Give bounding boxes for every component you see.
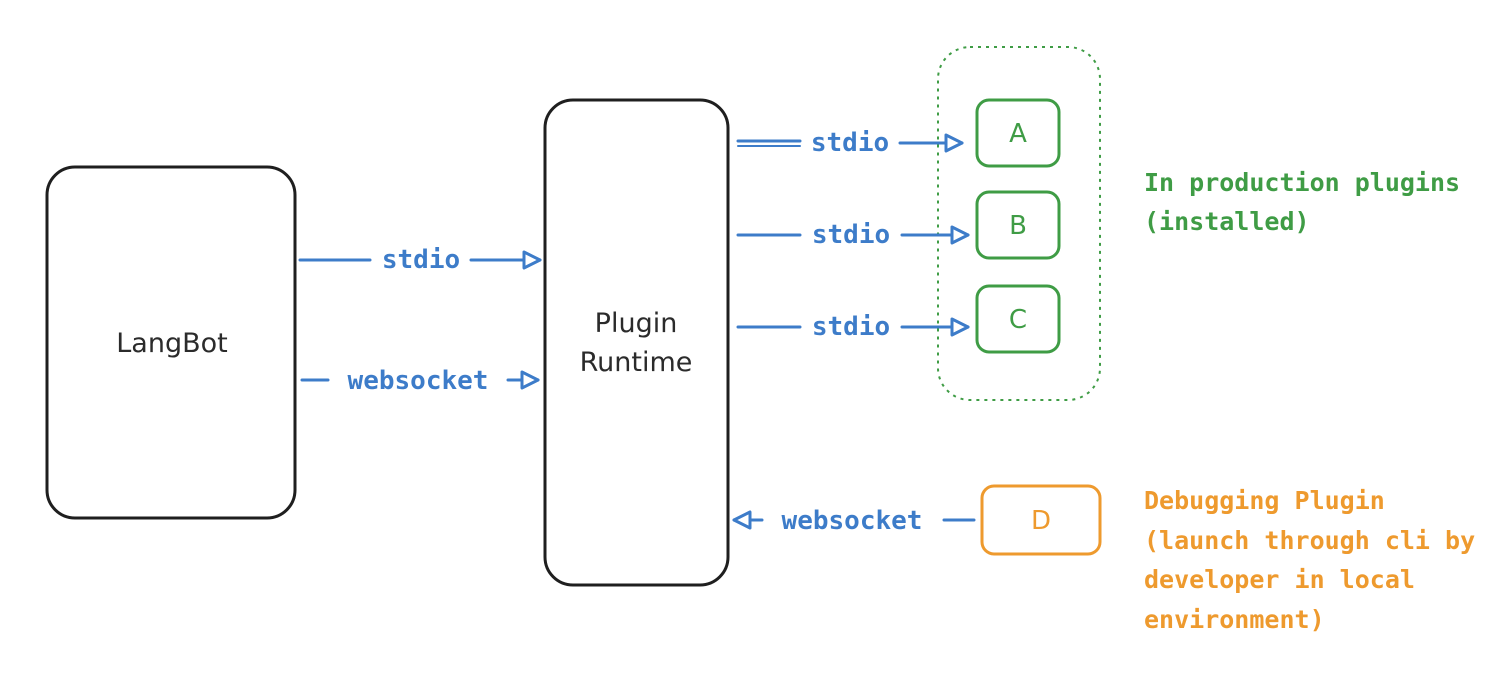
runtime-label-line1: Plugin [595, 308, 678, 339]
plugin-b-label: B [1009, 211, 1027, 241]
edge-langbot-runtime-stdio: stdio [298, 245, 542, 275]
edge-runtime-b-stdio: stdio [736, 220, 970, 250]
debugging-plugin-note: Debugging Plugin (launch through cli by … [1144, 486, 1475, 634]
plugin-d-label: D [1031, 506, 1051, 536]
edge-label-langbot-stdio: stdio [382, 245, 460, 275]
langbot-label: LangBot [116, 328, 227, 359]
installed-plugins-group [937, 46, 1101, 401]
edge-d-runtime-websocket: websocket [732, 506, 976, 536]
edge-runtime-a-stdio: stdio [736, 128, 964, 158]
debug-note-line3: developer in local [1144, 565, 1415, 594]
edge-runtime-c-stdio: stdio [736, 312, 970, 342]
debug-note-line4: environment) [1144, 605, 1325, 634]
edge-label-langbot-websocket: websocket [348, 366, 489, 396]
plugin-c-label: C [1009, 305, 1027, 335]
plugin-runtime-node: Plugin Runtime [543, 98, 730, 587]
installed-note-line2: (installed) [1144, 207, 1310, 236]
edge-langbot-runtime-websocket: websocket [300, 366, 540, 396]
edge-label-runtime-a: stdio [811, 128, 889, 158]
debug-note-line1: Debugging Plugin [1144, 486, 1385, 515]
plugin-a-label: A [1009, 119, 1027, 149]
runtime-label-line2: Runtime [580, 347, 693, 378]
edge-label-runtime-b: stdio [812, 220, 890, 250]
plugin-c-node: C [975, 284, 1061, 354]
langbot-node: LangBot [45, 165, 297, 520]
edge-label-runtime-c: stdio [812, 312, 890, 342]
debug-note-line2: (launch through cli by [1144, 526, 1475, 555]
plugin-a-node: A [975, 98, 1061, 168]
plugin-b-node: B [975, 190, 1061, 260]
installed-plugins-note: In production plugins (installed) [1144, 168, 1460, 236]
edge-label-d-runtime: websocket [782, 506, 923, 536]
installed-note-line1: In production plugins [1144, 168, 1460, 197]
plugin-d-node: D [980, 484, 1102, 556]
